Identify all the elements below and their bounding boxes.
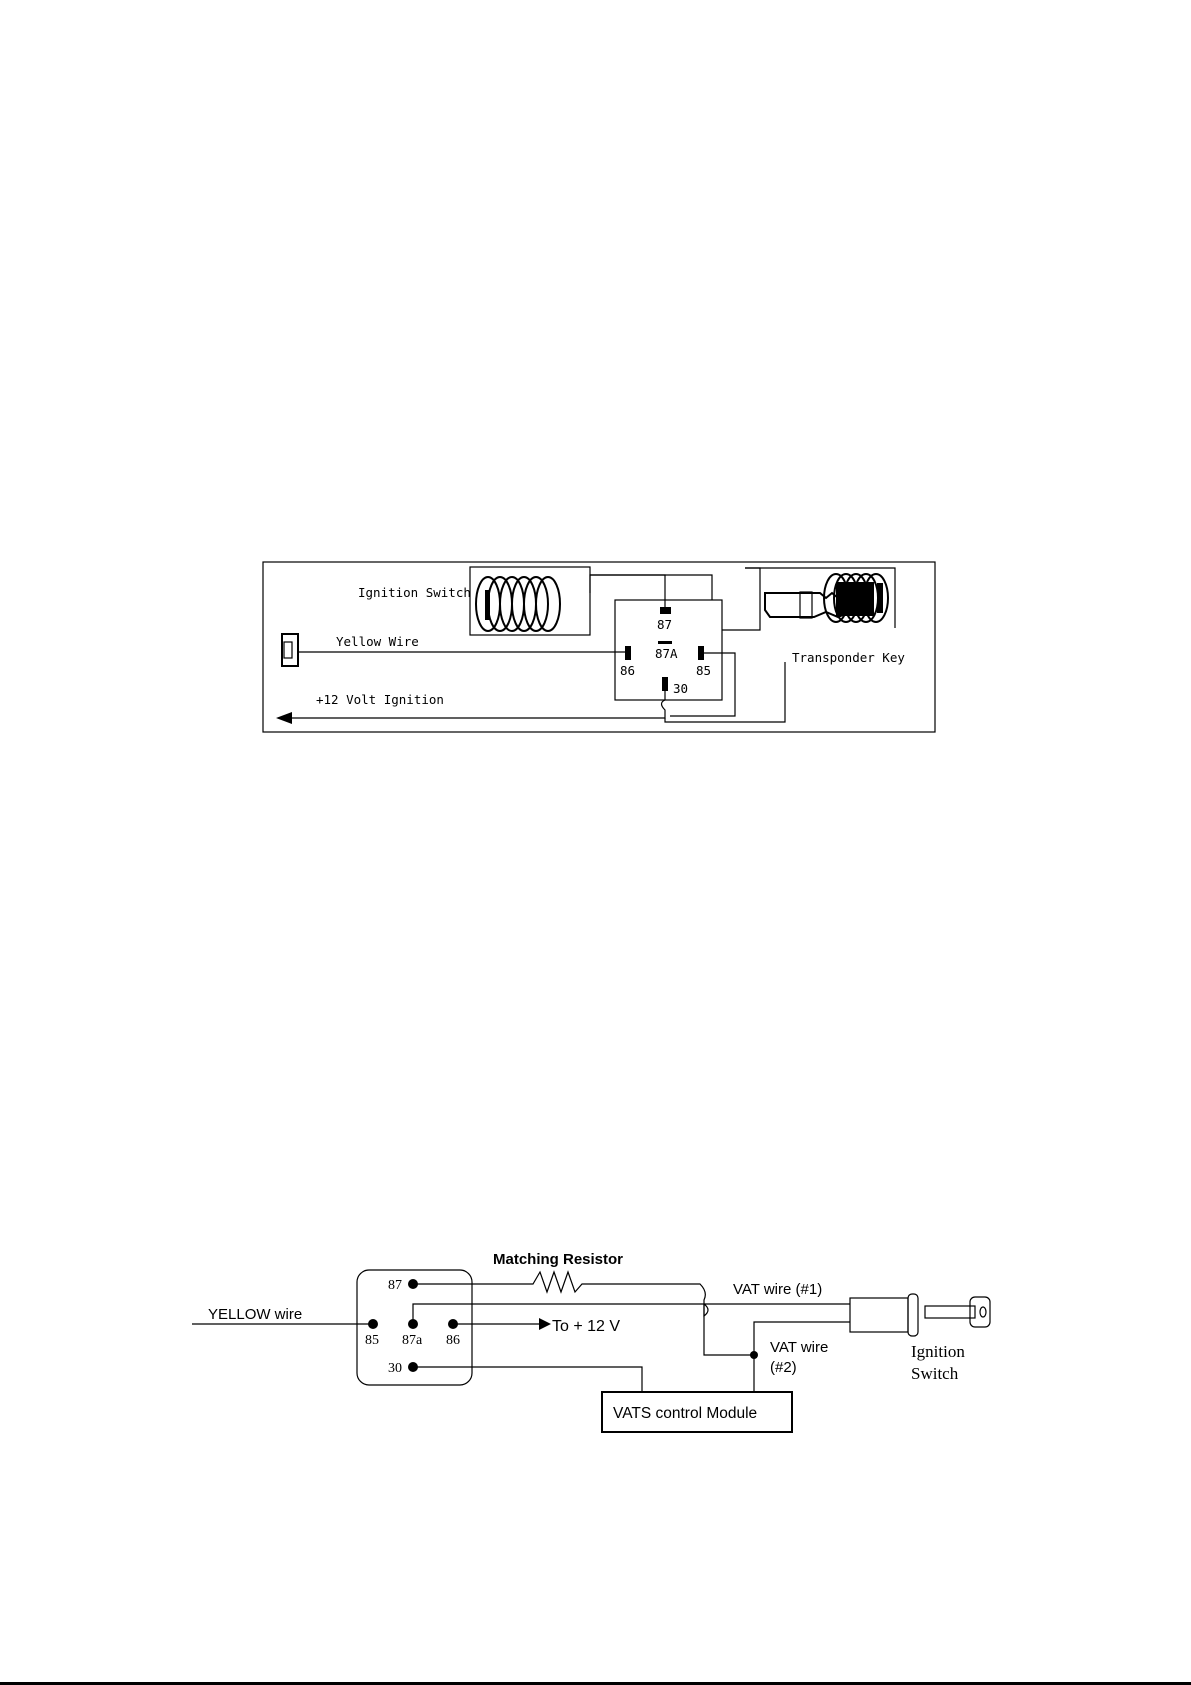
ignition-switch-icon — [850, 1294, 990, 1336]
arrow-left-icon — [276, 712, 292, 724]
pin-label-86: 86 — [620, 663, 635, 678]
pin-label-87: 87 — [657, 617, 672, 632]
ignition-switch-coil-icon — [470, 567, 590, 635]
pin-30-terminal — [662, 677, 668, 691]
yellow-wire-connector — [282, 634, 298, 666]
label-vat-wire-2-number: (#2) — [770, 1359, 797, 1376]
pin-87a-terminal — [658, 641, 672, 644]
label-vats-control-module: VATS control Module — [613, 1405, 757, 1422]
relay-wiring-diagram-1: Ignition Switch Yellow Wire +12 Volt Ign… — [263, 562, 935, 732]
label-matching-resistor: Matching Resistor — [493, 1251, 623, 1268]
label-transponder-key: Transponder Key — [792, 650, 905, 665]
pin-label-87-2: 87 — [388, 1278, 402, 1293]
label-ignition-2: Ignition — [911, 1342, 965, 1361]
label-to-12v: To + 12 V — [552, 1318, 620, 1335]
junction-dot — [750, 1351, 758, 1359]
pin-label-30: 30 — [673, 681, 688, 696]
pin-label-87a: 87A — [655, 646, 678, 661]
label-vat-wire-1: VAT wire (#1) — [733, 1281, 822, 1298]
label-vat-wire-2: VAT wire — [770, 1339, 828, 1356]
matching-resistor-wire — [413, 1272, 754, 1355]
pin-label-86-2: 86 — [446, 1333, 460, 1348]
label-12-volt-ignition: +12 Volt Ignition — [316, 692, 444, 707]
pin-label-87a-2: 87a — [402, 1333, 423, 1348]
relay-wiring-diagram-2: Matching Resistor YELLOW wire To + 12 V … — [192, 1251, 990, 1432]
label-switch-2: Switch — [911, 1364, 959, 1383]
arrow-right-icon — [539, 1318, 551, 1330]
pin-label-85: 85 — [696, 663, 711, 678]
transponder-key-icon — [765, 574, 888, 622]
pin-label-30-2: 30 — [388, 1361, 402, 1376]
pin-86-terminal — [625, 646, 631, 660]
pin-label-85-2: 85 — [365, 1333, 379, 1348]
label-yellow-wire: Yellow Wire — [336, 634, 419, 649]
label-yellow-wire-2: YELLOW wire — [208, 1306, 302, 1323]
label-ignition-switch: Ignition Switch — [358, 585, 471, 600]
